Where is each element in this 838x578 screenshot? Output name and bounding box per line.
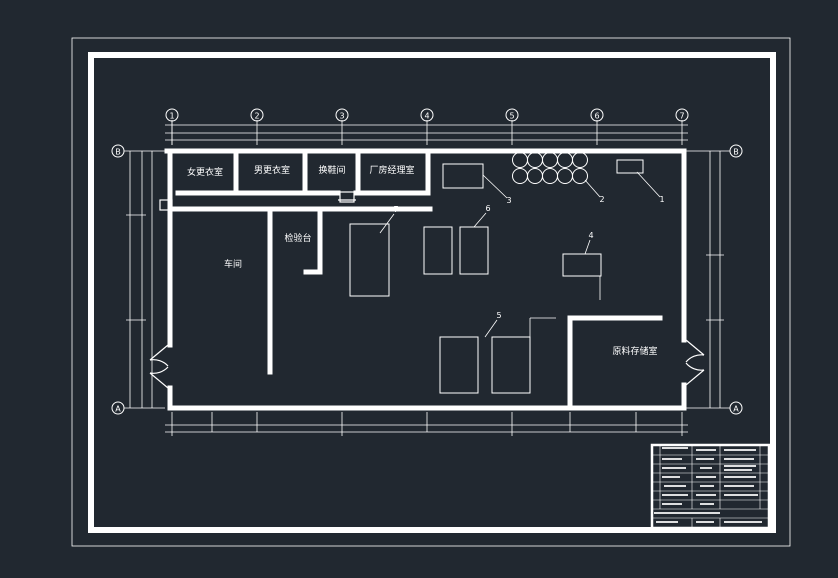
entrance-stubs: [159, 191, 356, 211]
equipment-5a: [439, 336, 479, 394]
equipment-3: [442, 163, 484, 189]
axis-bubble-a-left: A: [111, 401, 165, 415]
equipment-1: [616, 159, 644, 174]
room-label-inspection: 检验台: [284, 232, 311, 244]
axis-bubble-3: 3: [335, 108, 349, 122]
room-label-male-locker: 男更衣室: [254, 164, 290, 176]
axis-label: A: [115, 405, 121, 414]
axis-bubble-5: 5: [505, 108, 519, 122]
interior-walls: [167, 148, 663, 411]
building-walls: [164, 148, 687, 411]
equipment-number-7: 7: [393, 205, 398, 214]
equipment-number-6: 6: [485, 204, 490, 213]
equipment-7: [349, 223, 390, 297]
equipment-2-tanks: [512, 152, 588, 184]
axis-bubble-7: 7: [675, 108, 689, 122]
axis-label: B: [733, 148, 739, 157]
equipment-number-1: 1: [659, 195, 664, 204]
axis-bubble-a-right: A: [686, 401, 743, 415]
axis-label: 5: [509, 112, 514, 121]
axis-label: 3: [339, 112, 344, 121]
axis-bubble-6: 6: [590, 108, 604, 122]
equipment-number-5: 5: [496, 311, 501, 320]
equipment-6a: [423, 226, 453, 275]
axis-label: B: [115, 148, 121, 157]
door-left: [149, 344, 169, 389]
axis-bubble-1: 1: [165, 108, 179, 145]
axis-label: 4: [424, 112, 429, 121]
equipment-5b: [491, 336, 531, 394]
room-label-production: 车间: [224, 258, 242, 270]
title-block-fills: [654, 447, 762, 523]
top-dimension-chain: [165, 120, 688, 145]
title-block: [650, 443, 771, 530]
side-dimension-lines: [126, 151, 724, 408]
axis-bubble-b-left: B: [111, 144, 165, 158]
axis-bubble-2: 2: [250, 108, 264, 122]
equipment-number-3: 3: [506, 196, 511, 205]
axis-label: 6: [594, 112, 599, 121]
axis-label: 1: [169, 112, 174, 121]
door-right: [685, 339, 705, 386]
axis-label: 7: [679, 112, 684, 121]
leader-lines: [379, 171, 661, 338]
equipment-number-4: 4: [588, 231, 593, 240]
bottom-dimension-chain: [165, 412, 688, 436]
axis-bubble-b-right: B: [686, 144, 743, 158]
sheet-outer-frame: [71, 37, 791, 547]
equipment-6b: [459, 226, 489, 275]
equipment-number-2: 2: [599, 195, 604, 204]
room-label-female-locker: 女更衣室: [187, 166, 223, 178]
sheet-border: [88, 52, 776, 533]
room-label-office: 厂房经理室: [369, 164, 414, 176]
room-label-storage: 原料存储室: [612, 345, 657, 357]
room-label-disinfect: 换鞋间: [318, 164, 345, 176]
axis-label: 2: [254, 112, 259, 121]
axis-label: A: [733, 405, 739, 414]
axis-bubble-4: 4: [420, 108, 434, 122]
equipment-4: [562, 253, 602, 277]
